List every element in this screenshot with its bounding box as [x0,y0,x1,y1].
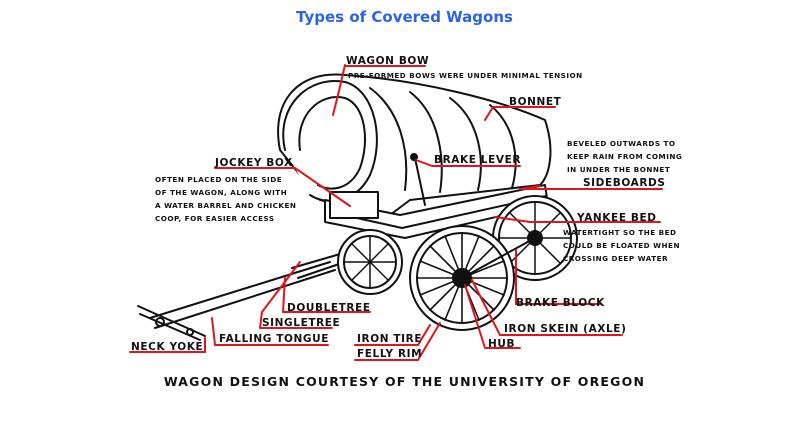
label-felly-rim: FELLY RIM [357,348,423,360]
note-yankee-bed-line-3: CROSSING DEEP WATER [563,254,669,263]
label-brake-block: BRAKE BLOCK [516,297,605,309]
leader-singletree [259,261,333,329]
label-yankee-bed: YANKEE BED [577,212,657,224]
label-hub: HUB [488,338,516,350]
label-brake-lever: BRAKE LEVER [434,154,522,166]
leader-iron-skein [471,279,623,336]
note-bonnet-line-1: BEVELED OUTWARDS TO [567,139,676,148]
credit-line: WAGON DESIGN COURTESY OF THE UNIVERSITY … [163,374,646,389]
note-bonnet-line-3: IN UNDER THE BONNET [567,165,671,174]
note-bonnet: BEVELED OUTWARDS TO KEEP RAIN FROM COMIN… [567,137,682,176]
label-iron-skein: IRON SKEIN (AXLE) [504,323,627,335]
label-falling-tongue: FALLING TONGUE [219,333,330,345]
note-jockey-box-line-4: COOP, FOR EASIER ACCESS [155,214,275,223]
label-iron-tire: IRON TIRE [357,333,423,345]
note-jockey-box-line-3: A WATER BARREL AND CHICKEN [155,201,297,210]
label-singletree: SINGLETREE [262,317,341,329]
bonnet-front-opening [282,80,378,202]
note-yankee-bed-line-1: WATERTIGHT SO THE BED [563,228,677,237]
leader-felly-rim [354,322,441,361]
leader-brake-lever [415,159,521,167]
label-jockey-box: JOCKEY BOX [215,157,293,169]
leader-neck-yoke [129,337,206,353]
leader-sideboards [519,185,663,190]
label-neck-yoke: NECK YOKE [131,341,204,353]
note-bonnet-line-2: KEEP RAIN FROM COMING [567,152,683,161]
page-title: Types of Covered Wagons [296,8,513,26]
note-jockey-box: OFTEN PLACED ON THE SIDE OF THE WAGON, A… [155,173,296,225]
note-jockey-box-line-1: OFTEN PLACED ON THE SIDE [155,175,283,184]
leader-iron-tire [354,324,431,346]
label-bonnet: BONNET [509,96,562,108]
label-doubletree: DOUBLETREE [287,302,371,314]
note-jockey-box-line-2: OF THE WAGON, ALONG WITH [155,188,288,197]
tongue-shape [149,261,336,329]
note-wagon-bow: PRE-FORMED BOWS WERE UNDER MINIMAL TENSI… [348,71,583,80]
note-yankee-bed-line-2: COULD BE FLOATED WHEN [563,241,680,250]
label-sideboards: SIDEBOARDS [583,177,666,189]
leader-wagon-bow [332,64,346,116]
leader-yankee-bed [494,216,661,223]
label-wagon-bow: WAGON BOW [346,55,430,67]
leader-hub [464,284,521,349]
leader-brake-block [515,249,601,305]
leader-bonnet [484,106,556,121]
jockey-box-shape [329,191,379,219]
leader-jockey-box [214,167,351,207]
leader-falling-tongue [211,317,329,346]
note-yankee-bed: WATERTIGHT SO THE BED COULD BE FLOATED W… [563,226,680,265]
